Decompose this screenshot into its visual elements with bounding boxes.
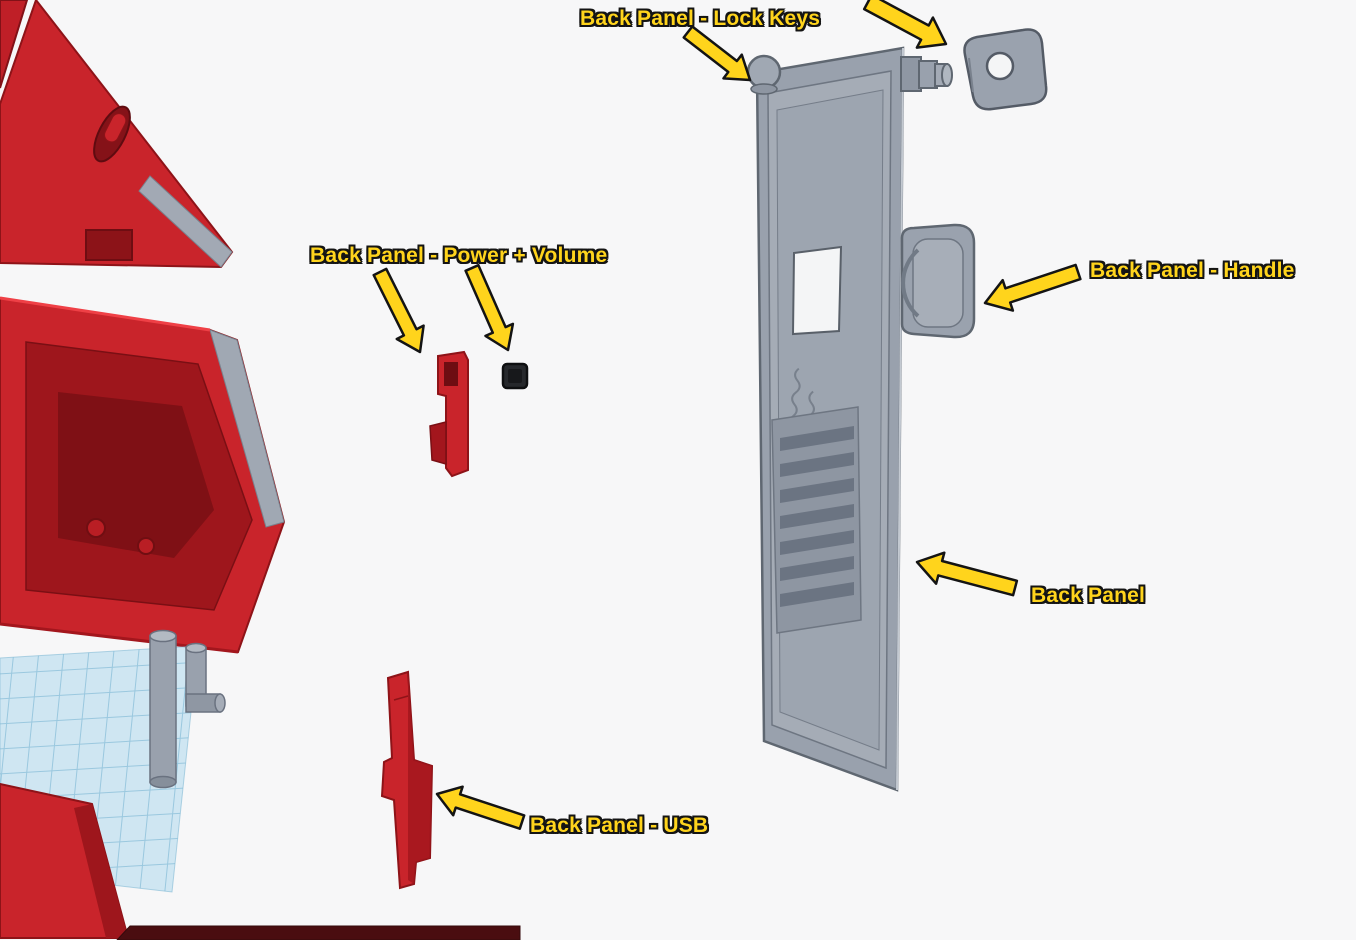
usb-bracket[interactable]: [380, 670, 434, 890]
hinge-slot-detail: [93, 105, 131, 163]
label-back-panel: Back Panel: [1031, 584, 1146, 607]
lock-key-peg-right[interactable]: [900, 56, 953, 92]
arrow-lock-keys-right-icon: [862, 0, 948, 49]
rim-highlight: [0, 296, 211, 332]
power-volume-bracket[interactable]: [429, 350, 469, 478]
arrow-usb-icon: [435, 785, 526, 830]
case-notch: [85, 229, 133, 261]
peg-dome: [746, 54, 782, 90]
panel-thickness-edge: [138, 175, 233, 268]
standoff-arm-cap: [214, 693, 226, 713]
handle-inner: [912, 238, 964, 328]
lock-key-peg-left[interactable]: [746, 54, 782, 95]
shaft-cap: [941, 63, 953, 87]
bracket-fin: [429, 421, 447, 465]
bracket-hole: [444, 362, 458, 386]
standoff-pegs[interactable]: [149, 629, 226, 789]
standoff-bottom: [149, 775, 177, 789]
arrow-handle-icon: [983, 263, 1082, 312]
case-body-edge: [209, 329, 285, 528]
back-panel-part[interactable]: [755, 46, 905, 792]
standoff-top: [149, 629, 177, 643]
annotation-arrows: [372, 0, 1082, 830]
back-panel-edge-highlight: [896, 47, 904, 791]
vent-slats: [780, 426, 854, 607]
case-corner-wedge: [0, 0, 29, 89]
label-power-volume: Back Panel - Power + Volume: [310, 244, 608, 267]
arrow-lock-keys-left-icon: [682, 25, 752, 82]
label-lock-keys: Back Panel - Lock Keys: [580, 7, 821, 30]
peg-base: [750, 83, 778, 95]
screw-boss: [137, 537, 155, 555]
label-handle: Back Panel - Handle: [1090, 259, 1295, 282]
case-body[interactable]: [0, 296, 286, 654]
label-usb: Back Panel - USB: [530, 814, 709, 837]
arrow-volume-icon: [464, 263, 515, 352]
handle-grip-shadow: [901, 248, 920, 318]
screw-boss: [86, 518, 106, 538]
bottom-piece-shade: [74, 804, 128, 938]
power-button[interactable]: [501, 362, 529, 390]
case-edge-bar[interactable]: [116, 925, 521, 940]
usb-bracket-shade: [408, 672, 432, 884]
key-plate-hole: [985, 51, 1015, 81]
standoff-short-top: [185, 642, 207, 654]
arrow-back-panel-icon: [915, 551, 1019, 597]
case-back-left-panel[interactable]: [0, 0, 234, 269]
standoff-cylinder: [149, 635, 177, 783]
lock-key-plate[interactable]: [963, 28, 1048, 111]
back-panel-window-hole: [791, 245, 843, 336]
usb-bracket-line: [393, 695, 409, 701]
key-plate-edge: [968, 57, 974, 93]
handle-part[interactable]: [900, 223, 976, 339]
power-button-inner: [508, 369, 522, 383]
case-cavity-recess: [58, 392, 214, 558]
arrow-power-icon: [372, 267, 425, 354]
